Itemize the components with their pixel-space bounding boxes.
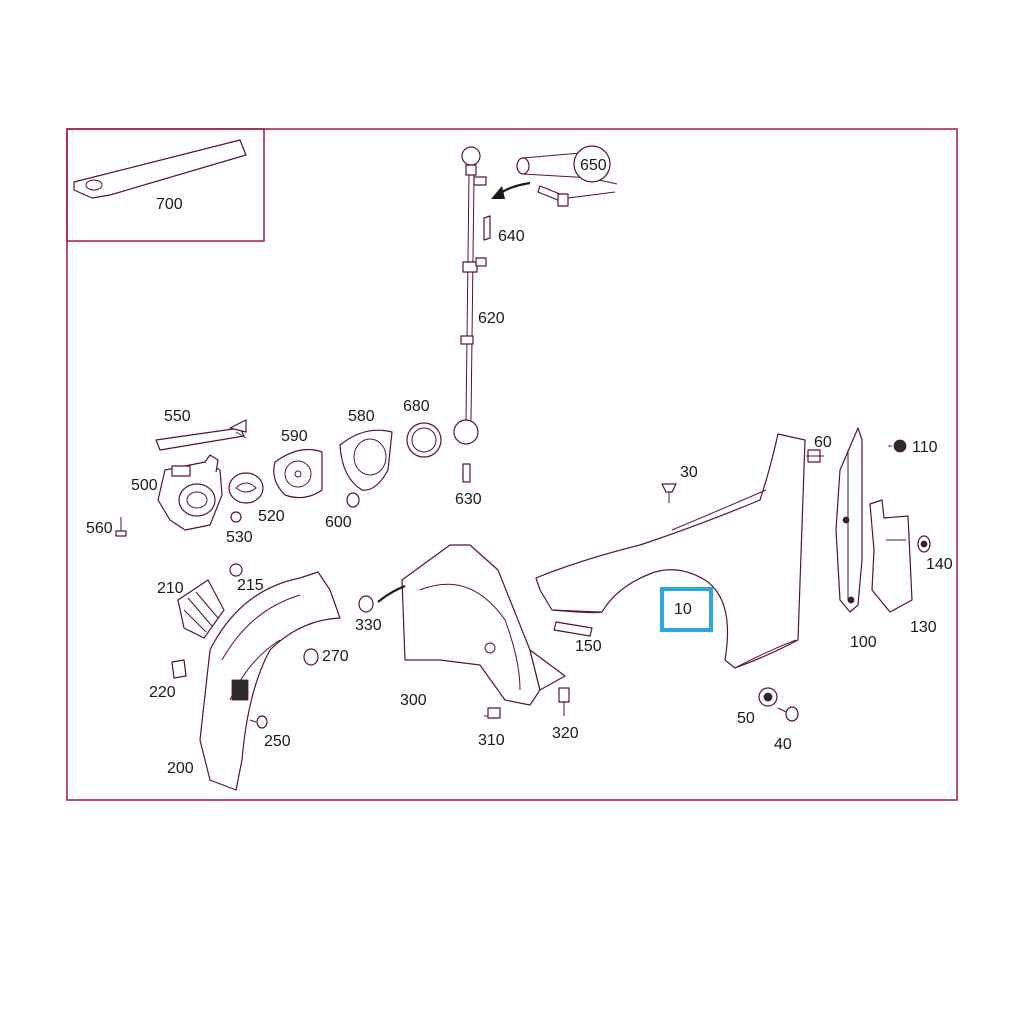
part-100-side-panel[interactable] xyxy=(835,427,863,613)
part-640-clip[interactable] xyxy=(483,215,491,241)
label-560[interactable]: 560 xyxy=(86,520,113,537)
label-300[interactable]: 300 xyxy=(400,692,427,709)
part-520-cap[interactable] xyxy=(228,472,264,504)
part-215-clip[interactable] xyxy=(229,563,243,577)
label-210[interactable]: 210 xyxy=(157,580,184,597)
part-320-screw[interactable] xyxy=(558,687,570,716)
part-140-nut[interactable] xyxy=(917,535,931,553)
label-320[interactable]: 320 xyxy=(552,725,579,742)
part-50-nut[interactable] xyxy=(758,687,778,707)
part-560-bolt[interactable] xyxy=(115,517,127,537)
part-110-clip[interactable] xyxy=(888,439,907,453)
label-680[interactable]: 680 xyxy=(403,398,430,415)
label-140[interactable]: 140 xyxy=(926,556,953,573)
part-630-pin[interactable] xyxy=(462,463,471,483)
part-550-bracket[interactable] xyxy=(155,419,247,451)
part-500-hood-lock[interactable] xyxy=(157,454,223,531)
highlight-box-10[interactable] xyxy=(660,587,713,632)
callout-circle-650 xyxy=(573,145,611,183)
label-650[interactable]: 650 xyxy=(580,157,607,174)
label-30[interactable]: 30 xyxy=(680,464,698,481)
label-600[interactable]: 600 xyxy=(325,514,352,531)
label-100[interactable]: 100 xyxy=(850,634,877,651)
label-10[interactable]: 10 xyxy=(674,601,692,618)
part-700-strap[interactable] xyxy=(73,139,247,199)
part-40-screw[interactable] xyxy=(777,706,799,722)
label-150[interactable]: 150 xyxy=(575,638,602,655)
part-220-clip[interactable] xyxy=(171,659,187,679)
arrow-head xyxy=(491,186,505,199)
part-60-bolt[interactable] xyxy=(806,449,824,463)
part-10-front-fender[interactable] xyxy=(535,433,806,669)
label-630[interactable]: 630 xyxy=(455,491,482,508)
part-210-grille[interactable] xyxy=(177,579,225,639)
label-310[interactable]: 310 xyxy=(478,732,505,749)
part-310-screw[interactable] xyxy=(484,707,501,719)
label-330[interactable]: 330 xyxy=(355,617,382,634)
label-500[interactable]: 500 xyxy=(131,477,158,494)
part-150-seal[interactable] xyxy=(553,621,593,637)
label-215[interactable]: 215 xyxy=(237,577,264,594)
part-270-nut[interactable] xyxy=(303,648,319,666)
part-580-plate[interactable] xyxy=(339,429,393,491)
part-200-wheel-liner[interactable] xyxy=(199,571,341,791)
part-600-washer[interactable] xyxy=(346,492,360,508)
label-640[interactable]: 640 xyxy=(498,228,525,245)
part-300-wheel-liner[interactable] xyxy=(401,544,566,706)
label-700[interactable]: 700 xyxy=(156,196,183,213)
label-250[interactable]: 250 xyxy=(264,733,291,750)
part-250-screw[interactable] xyxy=(249,715,268,729)
diagram-frame xyxy=(66,128,958,801)
label-590[interactable]: 590 xyxy=(281,428,308,445)
label-520[interactable]: 520 xyxy=(258,508,285,525)
inset-box xyxy=(66,128,265,242)
label-620[interactable]: 620 xyxy=(478,310,505,327)
part-590-plate[interactable] xyxy=(273,449,323,499)
part-30-screw[interactable] xyxy=(661,483,677,503)
label-50[interactable]: 50 xyxy=(737,710,755,727)
part-680-ring[interactable] xyxy=(406,422,442,458)
label-550[interactable]: 550 xyxy=(164,408,191,425)
label-580[interactable]: 580 xyxy=(348,408,375,425)
label-270[interactable]: 270 xyxy=(322,648,349,665)
label-110[interactable]: 110 xyxy=(912,439,938,456)
label-60[interactable]: 60 xyxy=(814,434,832,451)
part-330-nut[interactable] xyxy=(358,595,374,613)
label-200[interactable]: 200 xyxy=(167,760,194,777)
part-620-hood-prop-rod[interactable] xyxy=(453,146,487,445)
part-130-bracket[interactable] xyxy=(869,499,913,613)
label-130[interactable]: 130 xyxy=(910,619,937,636)
assembly-arrow xyxy=(377,584,406,603)
label-40[interactable]: 40 xyxy=(774,736,792,753)
label-220[interactable]: 220 xyxy=(149,684,176,701)
part-530-nut[interactable] xyxy=(230,511,242,523)
label-530[interactable]: 530 xyxy=(226,529,253,546)
part-650-bolt[interactable] xyxy=(516,151,618,207)
